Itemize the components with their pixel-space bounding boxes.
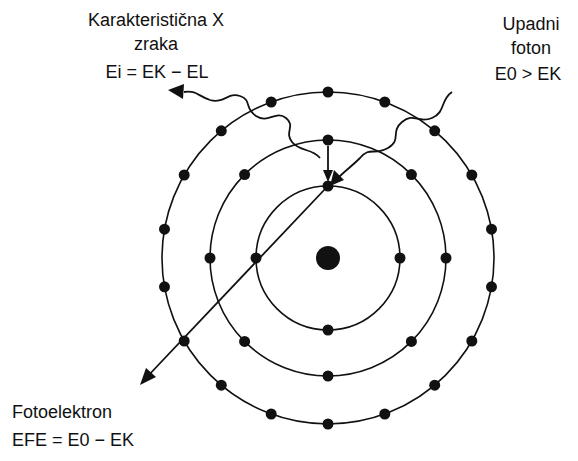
annotation-label: Fotoelektron: [12, 400, 172, 424]
electron: [406, 336, 417, 347]
annotation-label: E0 > EK: [482, 62, 574, 86]
electron: [239, 169, 250, 180]
incident-photon: [338, 92, 452, 178]
electron: [379, 97, 390, 108]
electron: [266, 97, 277, 108]
annotation-label: Karakteristična X zraka: [76, 8, 236, 56]
electron: [266, 409, 277, 420]
electron: [441, 253, 452, 264]
arrowhead: [140, 368, 156, 385]
electron: [239, 336, 250, 347]
electron: [395, 253, 406, 264]
electron: [379, 409, 390, 420]
electron: [486, 281, 497, 292]
electron: [216, 380, 227, 391]
electron: [205, 253, 216, 264]
k-shell: [256, 186, 400, 330]
electron: [216, 125, 227, 136]
electron: [466, 336, 477, 347]
transition-arrow: [327, 146, 329, 174]
electron: [406, 169, 417, 180]
electron: [179, 170, 190, 181]
annotation-label: Upadni foton: [488, 12, 574, 60]
nucleus: [316, 246, 340, 270]
electron: [323, 419, 334, 430]
electron: [429, 380, 440, 391]
electron: [323, 325, 334, 336]
arrowhead: [323, 170, 333, 182]
electron: [159, 224, 170, 235]
electron: [323, 371, 334, 382]
electron: [323, 87, 334, 98]
annotation-label: Ei = EK − EL: [92, 60, 222, 84]
electron: [323, 135, 334, 146]
electron: [159, 281, 170, 292]
electron: [486, 224, 497, 235]
m-shell: [162, 92, 494, 424]
electron: [466, 170, 477, 181]
l-shell: [210, 140, 446, 376]
arrowhead: [168, 84, 184, 99]
photoelectron-path: [146, 188, 326, 378]
characteristic-xray: [184, 92, 320, 158]
electron: [429, 125, 440, 136]
annotation-label: EFE = E0 − EK: [12, 428, 182, 452]
arrowhead: [330, 170, 344, 186]
